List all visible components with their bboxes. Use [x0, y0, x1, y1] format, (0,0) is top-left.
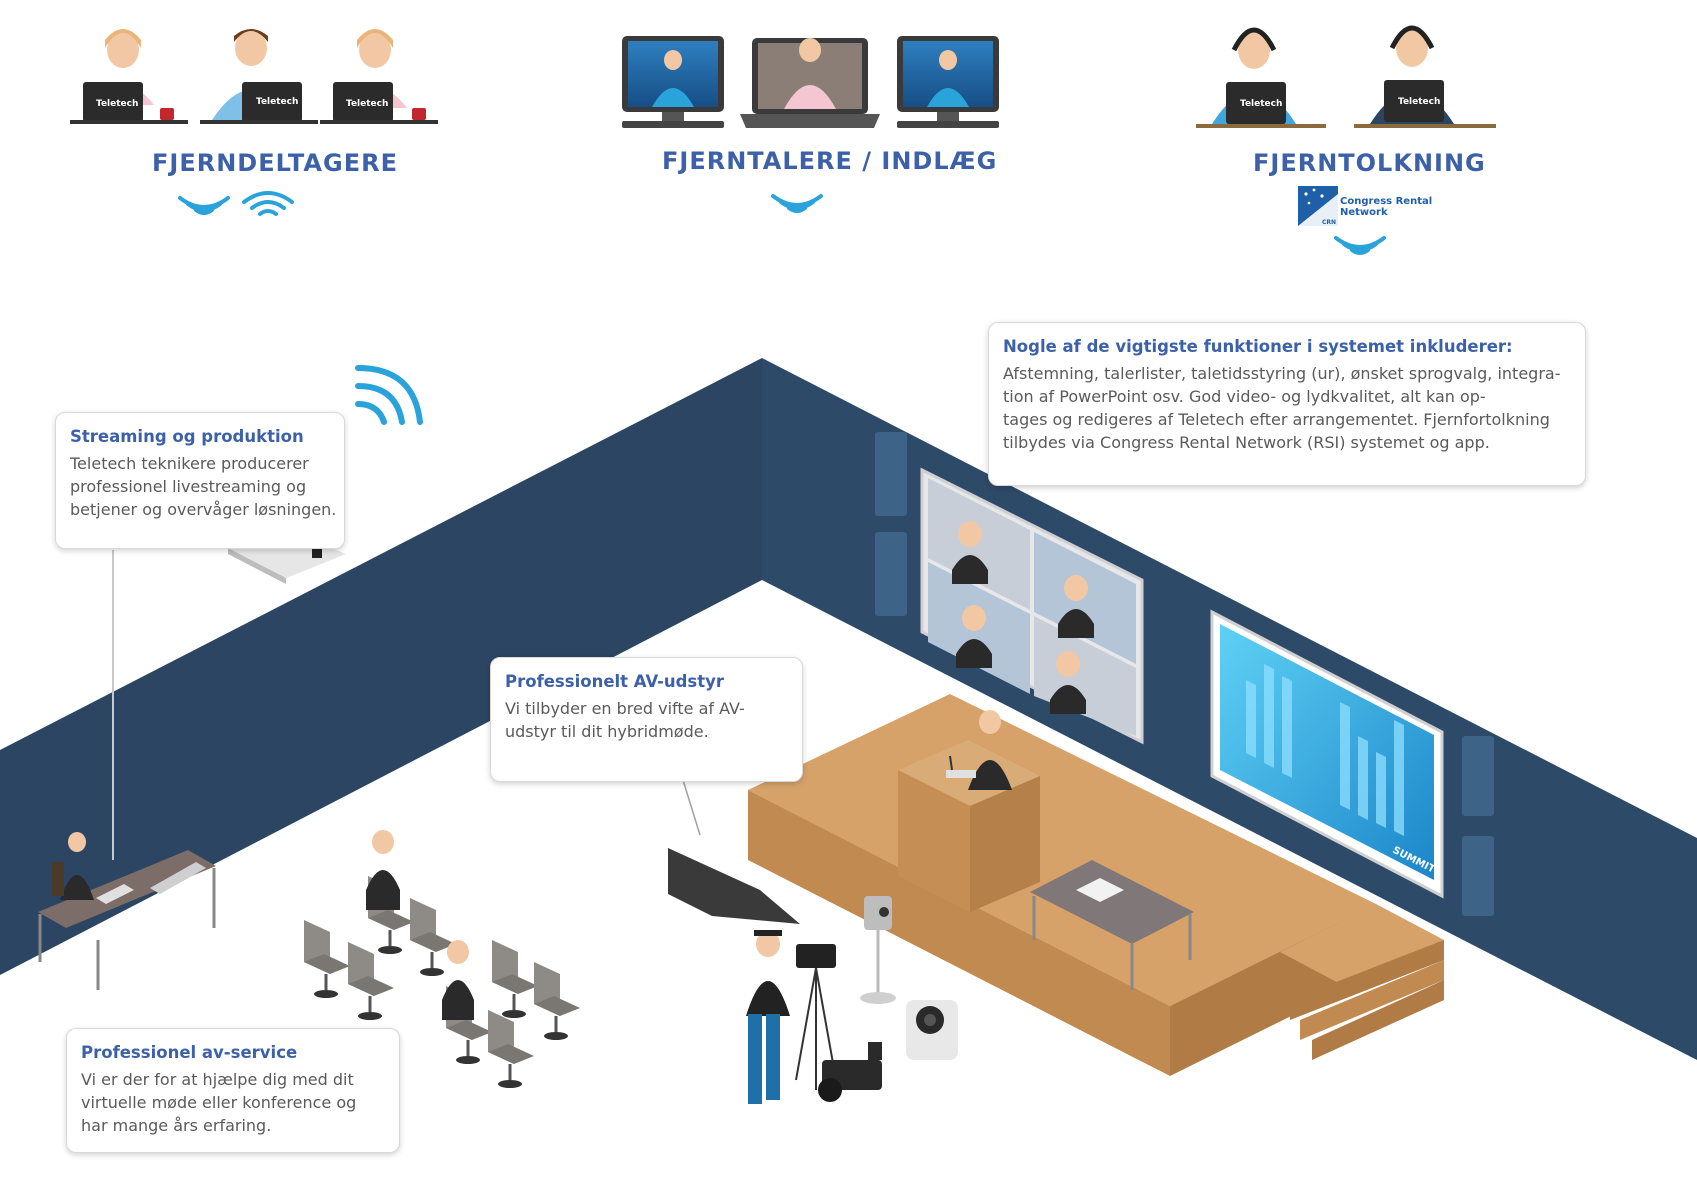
- chair: [304, 920, 350, 998]
- podium: [898, 710, 1040, 912]
- callout-av-service-body: Vi er der for at hjælpe dig med dit virt…: [81, 1068, 385, 1137]
- chair: [488, 1010, 534, 1088]
- heading-remote-speakers: FJERNTALERE / INDLÆG: [662, 147, 998, 175]
- crn-logo-line2: Network: [1340, 207, 1388, 218]
- laptop-label-4: Teletech: [1240, 99, 1282, 109]
- callout-streaming: Streaming og produktion Teletech teknike…: [55, 412, 345, 549]
- microphone-stand: [860, 896, 896, 1004]
- chair: [492, 940, 538, 1018]
- speaker-monitor-1: [622, 36, 724, 128]
- stage-table: [1030, 860, 1194, 990]
- chair: [410, 898, 456, 976]
- laptop-label-3: Teletech: [346, 99, 388, 109]
- callout-streaming-line: professionel livestreaming og: [70, 477, 307, 496]
- heading-remote-participants: FJERNDELTAGERE: [152, 149, 398, 177]
- remote-interpreters-group: Teletech Teletech: [1196, 25, 1496, 128]
- callout-features-line: Afstemning, talerlister, taletidsstyring…: [1003, 364, 1561, 383]
- callout-av-service-line: har mange års erfaring.: [81, 1116, 272, 1135]
- callout-av-service-line: Vi er der for at hjælpe dig med dit: [81, 1070, 354, 1089]
- callout-features-line: tages og redigeres af Teletech efter arr…: [1003, 410, 1550, 429]
- callout-streaming-line: betjener og overvåger løsningen.: [70, 500, 337, 519]
- laptop-label-2: Teletech: [256, 97, 298, 107]
- chair: [534, 962, 580, 1040]
- heading-remote-interpreting: FJERNTOLKNING: [1253, 149, 1486, 177]
- av-pointer-line: [682, 779, 701, 836]
- remote-participants-group: Teletech Teletech Teletech: [70, 29, 438, 124]
- callout-features: Nogle af de vigtigste funktioner i syste…: [988, 322, 1586, 486]
- wall-speakers: [875, 432, 1494, 916]
- camera-operator: [668, 848, 837, 1104]
- speaker-laptop-center: [740, 38, 880, 128]
- crn-logo: Congress Rental Network CRN: [1298, 186, 1432, 226]
- participant-woman-1: [70, 29, 188, 124]
- callout-features-line: tilbydes via Congress Rental Network (RS…: [1003, 433, 1490, 452]
- presentation-screen: SUMMIT: [1210, 609, 1444, 899]
- crn-logo-badge: CRN: [1322, 219, 1336, 226]
- wifi-icon: [178, 196, 230, 215]
- callout-av-equipment-title: Professionelt AV-udstyr: [505, 672, 725, 691]
- crn-logo-line1: Congress Rental: [1340, 196, 1432, 207]
- callout-features-title: Nogle af de vigtigste funktioner i syste…: [1003, 337, 1513, 356]
- laptop-label-5: Teletech: [1398, 97, 1440, 107]
- callout-av-equipment-body: Vi tilbyder en bred vifte af AV- udstyr …: [505, 697, 788, 743]
- audience-people: [366, 830, 474, 1020]
- remote-speakers-group: [622, 36, 999, 128]
- wifi-broadcast-icon: [355, 365, 423, 425]
- video-conference-wall: [920, 467, 1144, 745]
- callout-av-equipment-line: udstyr til dit hybridmøde.: [505, 722, 709, 741]
- callout-av-service: Professionel av-service Vi er der for at…: [66, 1028, 400, 1153]
- interpreter-1: [1196, 27, 1326, 128]
- chair: [348, 942, 394, 1020]
- callout-features-line: tion af PowerPoint osv. God video- og ly…: [1003, 387, 1486, 406]
- callout-av-service-title: Professionel av-service: [81, 1043, 298, 1062]
- wifi-icon: [1334, 236, 1386, 255]
- wifi-icon: [771, 194, 823, 213]
- callout-streaming-body: Teletech teknikere producerer profession…: [70, 452, 337, 521]
- interpreter-2: [1354, 25, 1496, 128]
- callout-streaming-title: Streaming og produktion: [70, 427, 304, 446]
- technician-desk: [38, 832, 216, 990]
- participant-woman-2: [320, 29, 438, 124]
- callout-streaming-line: Teletech teknikere producerer: [70, 454, 309, 473]
- camcorder: [818, 1042, 882, 1102]
- participant-man-phone: [200, 29, 318, 124]
- callout-av-equipment-line: Vi tilbyder en bred vifte af AV-: [505, 699, 745, 718]
- laptop-label-1: Teletech: [96, 99, 138, 109]
- wifi-icon: [242, 191, 294, 216]
- callout-av-equipment: Professionelt AV-udstyr Vi tilbyder en b…: [490, 657, 803, 782]
- speaker-monitor-3: [897, 36, 999, 128]
- callout-features-body: Afstemning, talerlister, taletidsstyring…: [1003, 362, 1571, 454]
- callout-av-service-line: virtuelle møde eller konference og: [81, 1093, 357, 1112]
- ptz-camera: [906, 1000, 958, 1060]
